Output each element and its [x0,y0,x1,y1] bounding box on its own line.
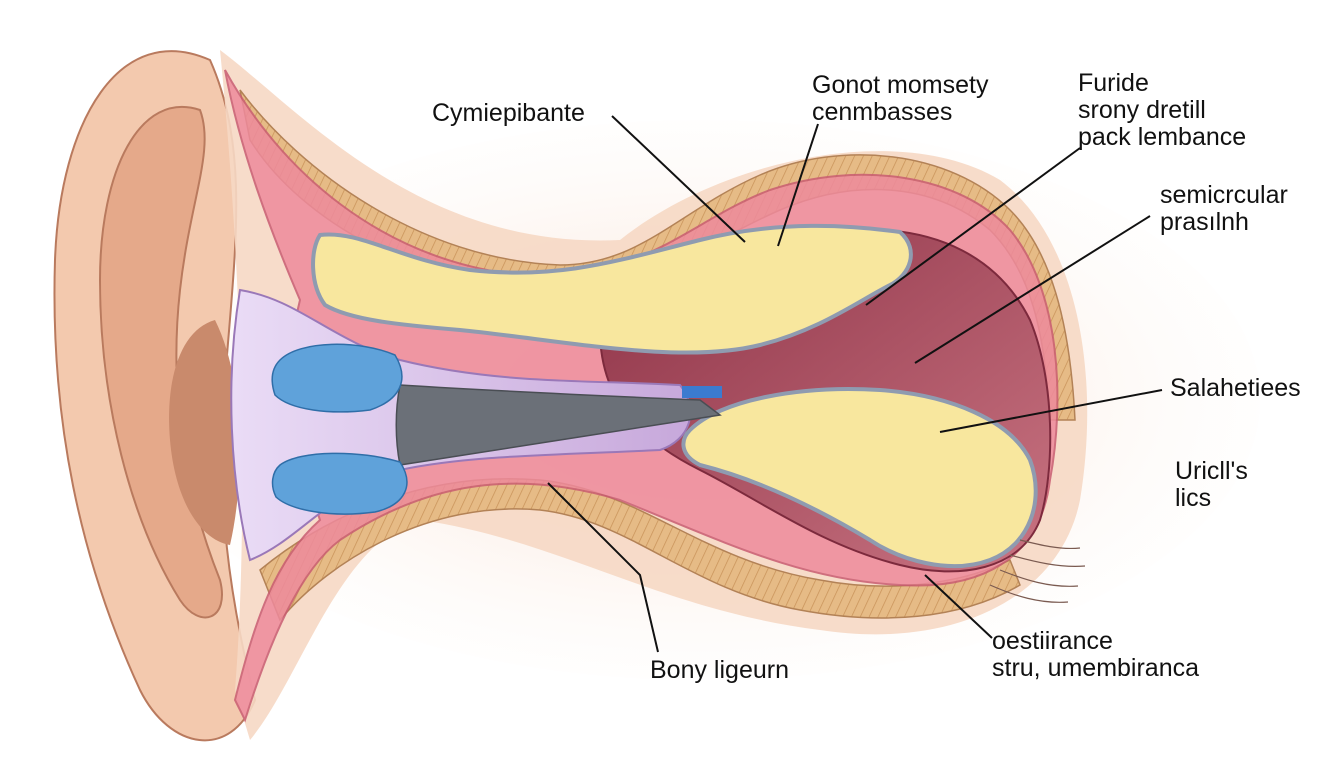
label-uricll: Uricll's lics [1175,457,1248,512]
lower-yellow-body [681,387,1038,569]
label-salahetiees: Salahetiees [1170,374,1301,402]
nerve-fibers [989,539,1086,603]
leader-bony [547,482,659,653]
label-bony: Bony ligeurn [650,656,789,684]
label-oestiirance: oestiirance stru, umembiranca [992,627,1200,682]
leader-salahetiees [939,389,1163,433]
ossicle-rod [395,384,722,466]
blue-blob-lower [271,452,408,515]
upper-yellow-body [311,223,913,355]
leader-cymiepibante [611,115,746,243]
leader-oestiirance [924,574,993,639]
blue-blob-upper [271,343,403,413]
label-furide: Furide srony dretill pack lembance [1078,69,1247,151]
blue-marker [682,386,722,398]
label-cymiepibante: Cymiepibante [432,99,585,127]
label-gonot: Gonot momsety cenmbasses [812,71,989,126]
leader-lines [547,115,1163,653]
label-semicircular: semicrcular prasılnh [1160,181,1288,236]
leader-semicircular [914,215,1151,364]
concha [169,320,240,545]
leader-furide [865,147,1081,306]
leader-gonot [777,123,819,247]
